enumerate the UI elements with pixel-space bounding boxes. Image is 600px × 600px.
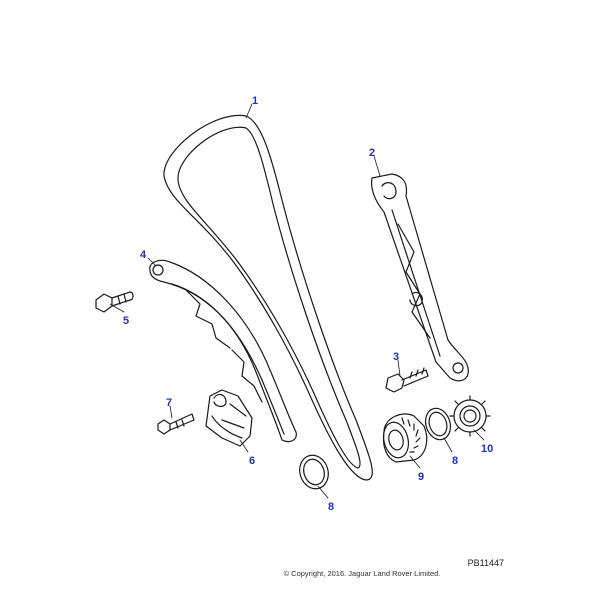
callout-9: 9 bbox=[418, 471, 424, 483]
callout-4: 4 bbox=[140, 249, 147, 261]
callout-6: 6 bbox=[249, 455, 255, 467]
leader-7 bbox=[169, 405, 173, 419]
leader-9 bbox=[409, 455, 421, 469]
pivot-bolt bbox=[95, 291, 134, 313]
copyright-notice: © Copyright, 2016. Jaguar Land Rover Lim… bbox=[283, 569, 441, 578]
leader-5 bbox=[109, 303, 125, 313]
leader-3 bbox=[397, 359, 401, 377]
leader-1 bbox=[245, 103, 253, 119]
seal-ring-right bbox=[424, 407, 452, 441]
chain-tensioner bbox=[205, 389, 253, 447]
timing-chain bbox=[163, 114, 373, 481]
leader-lines bbox=[109, 103, 485, 499]
leader-2 bbox=[373, 155, 381, 177]
callout-10: 10 bbox=[481, 443, 493, 455]
fixed-chain-guide bbox=[371, 173, 469, 382]
leader-10 bbox=[473, 429, 485, 441]
seal-ring-lower bbox=[299, 454, 329, 490]
leader-8a bbox=[317, 485, 329, 499]
callout-8-right: 8 bbox=[452, 455, 458, 467]
callout-2: 2 bbox=[369, 147, 375, 159]
crankshaft-sprocket bbox=[382, 413, 428, 463]
callout-5: 5 bbox=[123, 315, 129, 327]
auxiliary-sprocket bbox=[449, 395, 491, 437]
leader-8b bbox=[443, 437, 453, 453]
callout-7: 7 bbox=[166, 397, 172, 409]
callout-8-lower: 8 bbox=[328, 501, 334, 513]
leader-4 bbox=[147, 257, 157, 267]
guide-bolt bbox=[385, 367, 429, 393]
tensioner-bolt bbox=[157, 413, 195, 435]
callout-1: 1 bbox=[252, 95, 258, 107]
tensioner-chain-guide bbox=[149, 259, 297, 443]
leader-6 bbox=[239, 439, 249, 453]
reference-code: PB11447 bbox=[467, 558, 504, 568]
callout-3: 3 bbox=[393, 351, 399, 363]
